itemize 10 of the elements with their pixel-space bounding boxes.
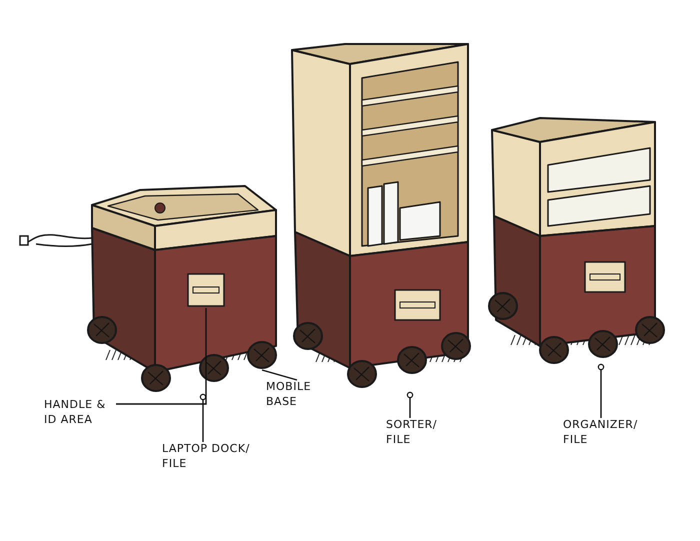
leader-line [406, 392, 414, 418]
leader-line [598, 364, 604, 418]
leader-line [116, 308, 207, 405]
callout-label: MOBILE BASE [266, 380, 328, 414]
callout-label: SORTER/ FILE [386, 418, 456, 452]
callout-label: LAPTOP DOCK/ FILE [162, 442, 272, 476]
callout-label: HANDLE & ID AREA [44, 398, 116, 432]
callout-label: ORGANIZER/ FILE [563, 418, 658, 452]
leader-line [200, 394, 206, 442]
leader-line [262, 369, 298, 381]
